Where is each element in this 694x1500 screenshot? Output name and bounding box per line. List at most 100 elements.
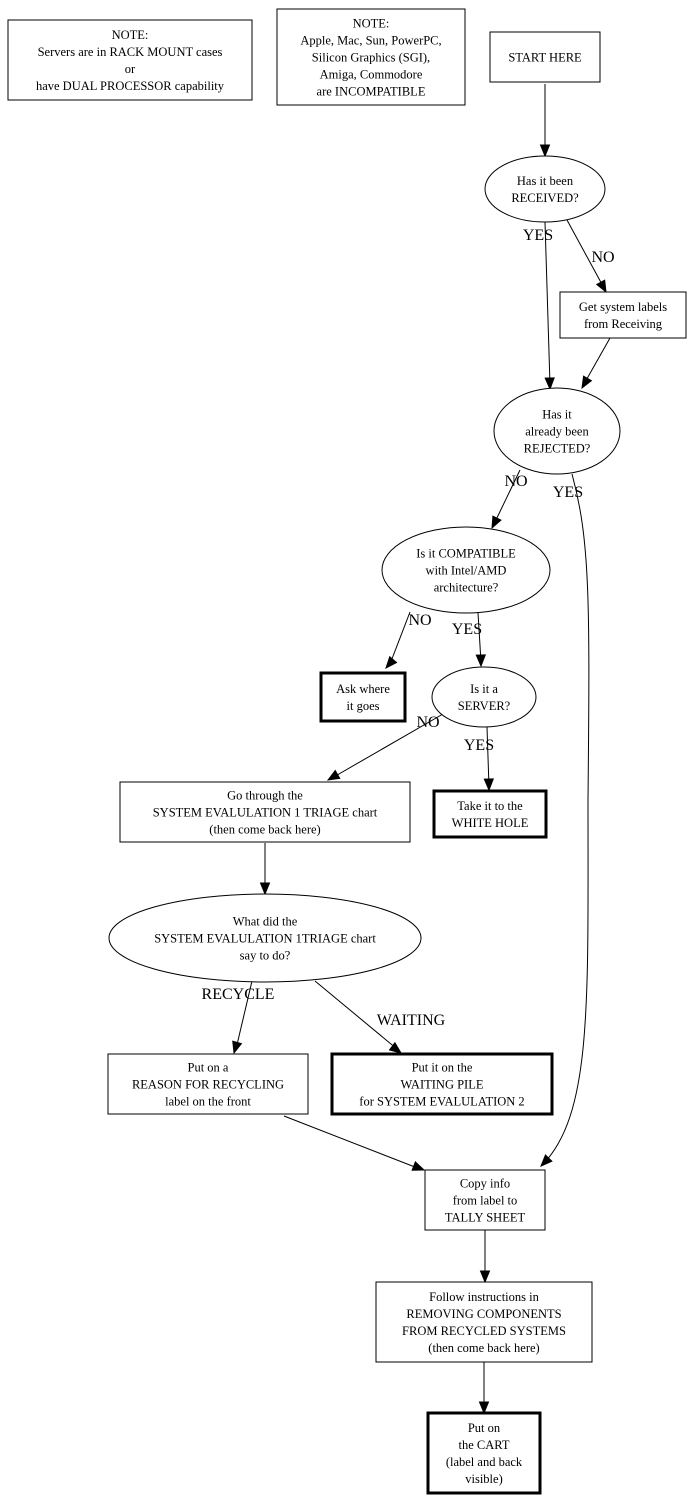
node-text-line: architecture? xyxy=(434,581,499,595)
node-start: START HERE xyxy=(489,31,601,83)
edge-label-yes: YES xyxy=(523,227,553,244)
arrowhead-icon xyxy=(232,1040,243,1055)
edge-get-labels-to-rejected xyxy=(581,337,611,390)
edge-line xyxy=(235,980,253,1050)
edge-rejected-to-compatible xyxy=(491,469,521,530)
node-text-line: SYSTEM EVALULATION 1TRIAGE chart xyxy=(154,932,376,946)
edge-start-to-received xyxy=(539,84,551,158)
edge-label-recycle: RECYCLE xyxy=(202,986,275,1003)
node-removing: Follow instructions in REMOVING COMPONENT… xyxy=(375,1281,593,1363)
node-server: Is it a SERVER? xyxy=(431,666,537,728)
node-text-line: already been xyxy=(525,425,589,439)
edge-line xyxy=(493,469,521,525)
node-note-incompatible: NOTE:Apple, Mac, Sun, PowerPC,Silicon Gr… xyxy=(276,8,466,106)
edge-tally-to-removing xyxy=(479,1230,491,1284)
node-text-line: RECEIVED? xyxy=(511,191,579,205)
edge-label-yes: YES xyxy=(553,484,583,501)
arrowhead-icon xyxy=(544,377,555,391)
edge-what-did-to-recycle-label xyxy=(232,980,253,1055)
nodes-layer: NOTE:Servers are in RACK MOUNT casesorha… xyxy=(7,8,687,1495)
edge-line xyxy=(566,219,605,289)
process-box xyxy=(276,8,466,106)
arrowhead-icon xyxy=(483,778,495,792)
node-compatible: Is it COMPATIBLE with Intel/AMD architectu… xyxy=(381,526,551,614)
node-ask-where: Ask where it goes xyxy=(319,671,407,723)
arrowhead-icon xyxy=(326,769,341,781)
edge-compatible-to-ask-where xyxy=(385,611,411,670)
node-text-line: Is it a xyxy=(470,682,498,696)
node-text-line: label on the front xyxy=(165,1095,251,1109)
arrowhead-icon xyxy=(388,1041,403,1054)
edge-label-no: NO xyxy=(416,714,439,731)
node-text-line: Is it COMPATIBLE xyxy=(416,547,516,561)
decision-ellipse xyxy=(484,155,606,223)
node-text-line: Follow instructions in xyxy=(429,1290,539,1304)
edge-line xyxy=(583,337,611,385)
node-text-line: (then come back here) xyxy=(209,823,320,837)
edge-line xyxy=(314,980,398,1050)
process-box xyxy=(107,1053,309,1115)
node-text-line: Put on xyxy=(468,1421,501,1435)
node-text-line: Put it on the xyxy=(412,1061,473,1075)
decision-ellipse xyxy=(493,387,621,475)
node-text-line: Ask where xyxy=(336,682,390,696)
node-text-line: REASON FOR RECYCLING xyxy=(132,1078,284,1092)
node-text-line: Has it been xyxy=(517,174,574,188)
arrowhead-icon xyxy=(491,515,502,530)
node-text-line: Get system labels xyxy=(579,300,667,314)
arrowhead-icon xyxy=(539,144,551,158)
node-text-line: SERVER? xyxy=(458,699,511,713)
edge-label-no: NO xyxy=(504,473,527,490)
arrowhead-icon xyxy=(581,375,593,390)
arrowhead-icon xyxy=(479,1270,491,1284)
process-box xyxy=(375,1281,593,1363)
node-text-line: it goes xyxy=(347,699,380,713)
terminal-box xyxy=(319,671,407,723)
node-text-line: REMOVING COMPONENTS xyxy=(406,1307,561,1321)
edge-label-yes: YES xyxy=(452,621,482,638)
edge-label-yes: YES xyxy=(464,737,494,754)
edge-label-waiting: WAITING xyxy=(377,1012,446,1029)
arrowhead-icon xyxy=(540,1154,553,1167)
node-text-line: Servers are in RACK MOUNT cases xyxy=(38,45,223,59)
process-box xyxy=(119,781,411,843)
edges-layer xyxy=(232,84,611,1415)
edge-server-to-triage xyxy=(326,713,444,781)
node-text-line: WHITE HOLE xyxy=(452,816,529,830)
node-text-line: Amiga, Commodore xyxy=(320,68,423,82)
edge-recycle-label-to-tally xyxy=(283,1115,426,1171)
terminal-box xyxy=(330,1052,554,1116)
node-text-line: NOTE: xyxy=(112,28,149,42)
edge-server-to-white-hole xyxy=(483,726,495,792)
edge-line xyxy=(331,713,444,779)
decision-ellipse xyxy=(381,526,551,614)
node-text-line: Go through the xyxy=(227,789,303,803)
edge-rejected-to-tally xyxy=(540,473,590,1167)
arrowhead-icon xyxy=(385,655,398,670)
node-text-line: are INCOMPATIBLE xyxy=(317,85,426,99)
arrowhead-icon xyxy=(411,1160,426,1171)
node-text-line: with Intel/AMD xyxy=(426,564,507,578)
edge-received-to-rejected xyxy=(544,221,555,391)
node-text-line: have DUAL PROCESSOR capability xyxy=(36,79,225,93)
node-text-line: What did the xyxy=(233,915,298,929)
edge-line xyxy=(477,612,482,663)
node-text-line: for SYSTEM EVALULATION 2 xyxy=(359,1095,524,1109)
node-text-line: Copy info xyxy=(460,1177,510,1191)
node-text-line: Has it xyxy=(542,408,572,422)
arrowhead-icon xyxy=(259,882,271,896)
edge-what-did-to-waiting-pile xyxy=(314,980,403,1054)
process-box xyxy=(559,291,687,339)
edge-received-to-get-labels xyxy=(566,219,607,294)
edge-line xyxy=(283,1115,421,1170)
node-text-line: REJECTED? xyxy=(524,442,591,456)
node-text-line: Take it to the xyxy=(457,799,523,813)
